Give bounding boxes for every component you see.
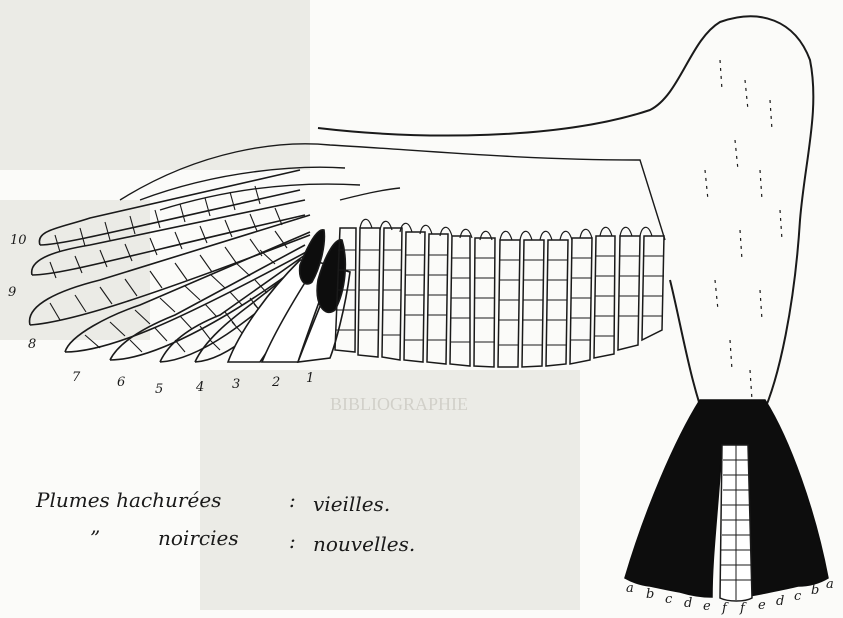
label-primary-2: 2 — [271, 375, 280, 390]
label-tail-d-right: d — [776, 594, 784, 609]
legend-line1-value: vieilles. — [313, 492, 390, 516]
label-tail-b-right: b — [811, 583, 819, 598]
legend-line2-value: nouvelles. — [313, 532, 415, 556]
label-primary-8: 8 — [28, 337, 36, 352]
label-primary-3: 3 — [232, 377, 240, 392]
label-tail-c-left: c — [665, 592, 673, 607]
label-tail-b-left: b — [646, 587, 654, 602]
label-tail-d-left: d — [684, 596, 692, 611]
label-primary-1: 1 — [306, 371, 314, 386]
legend-line2-ditto: ” — [90, 526, 100, 550]
label-tail-c-right: c — [794, 589, 802, 604]
bleed-heading: BIBLIOGRAPHIE — [330, 394, 468, 414]
label-primary-10: 10 — [10, 233, 27, 248]
legend-line2-sep: : — [289, 529, 296, 553]
legend-line1-sep: : — [289, 488, 296, 512]
label-primary-6: 6 — [117, 375, 125, 390]
label-primary-9: 9 — [8, 285, 16, 300]
legend-line2-label: noircies — [158, 526, 239, 550]
legend-line1-label: Plumes hachurées — [35, 488, 221, 512]
label-tail-a-right: a — [826, 577, 834, 592]
label-primary-7: 7 — [72, 370, 81, 385]
label-tail-f-left: f — [721, 601, 729, 616]
secondary-feathers — [335, 228, 664, 367]
label-primary-4: 4 — [195, 380, 204, 395]
tail — [625, 400, 828, 601]
label-primary-5: 5 — [155, 382, 163, 397]
label-tail-e-right: e — [758, 598, 766, 613]
label-tail-a-left: a — [626, 581, 634, 596]
label-tail-f-right: f — [739, 601, 747, 616]
label-tail-e-left: e — [703, 599, 711, 614]
